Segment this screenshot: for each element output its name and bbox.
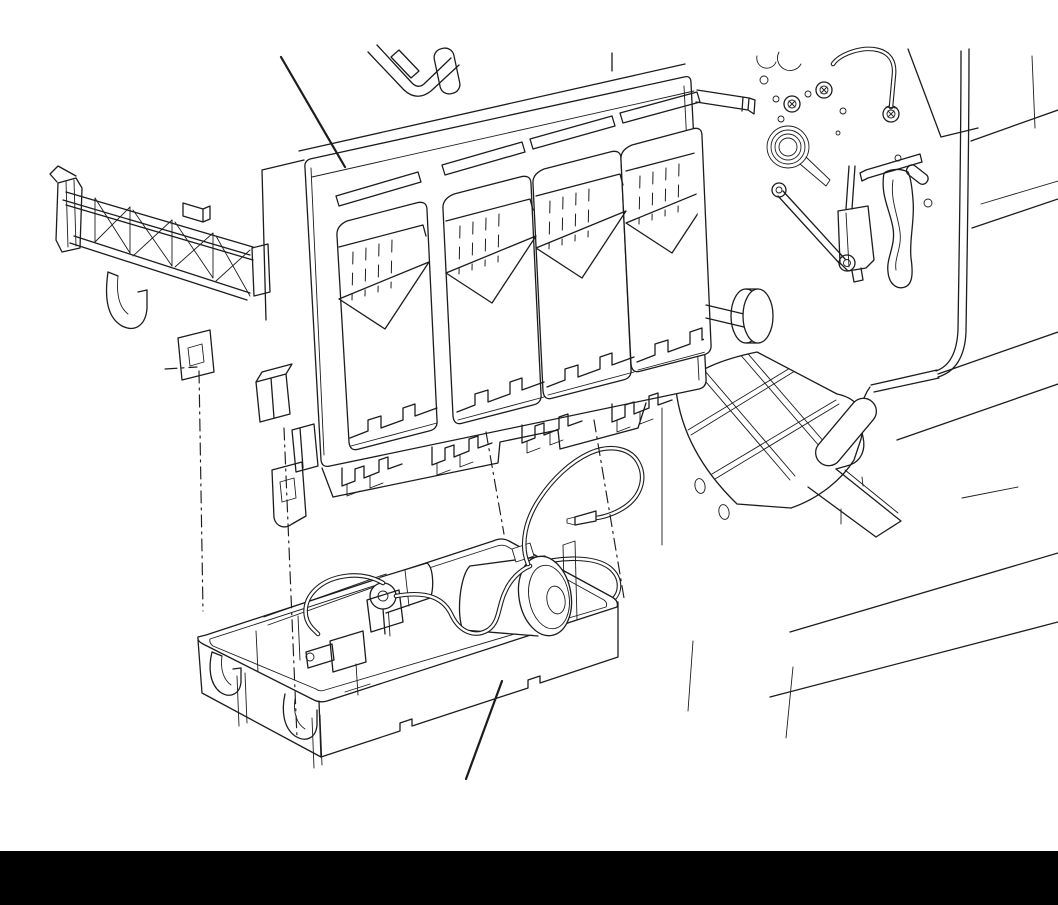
left-truss-arm [49, 165, 319, 528]
upper-leader-line [279, 55, 347, 169]
tube-pump-tray [197, 445, 645, 769]
chassis-cutout-top [367, 44, 613, 97]
cartridge-bay-windows [336, 127, 712, 451]
guide-wheel [705, 288, 774, 344]
valve-fitting [366, 562, 434, 635]
chassis-holes [759, 75, 933, 208]
tray-bracket [305, 630, 371, 696]
ink-tube [303, 445, 645, 637]
bent-tube [830, 46, 898, 110]
tray-snap-hooks [209, 651, 323, 769]
exploded-parts-illustration [49, 44, 1058, 781]
lower-leader-line [464, 679, 504, 781]
alignment-dash-lines [164, 366, 625, 739]
frame-apron [321, 392, 673, 498]
right-chassis-fragment [661, 46, 1058, 739]
crosshatch-bracket [675, 351, 878, 520]
torsion-spring [766, 125, 831, 187]
bottom-black-bar [0, 851, 1058, 905]
linkage-arm [771, 182, 856, 272]
release-lever [882, 168, 915, 289]
iss-cartridge-frame [251, 63, 774, 498]
